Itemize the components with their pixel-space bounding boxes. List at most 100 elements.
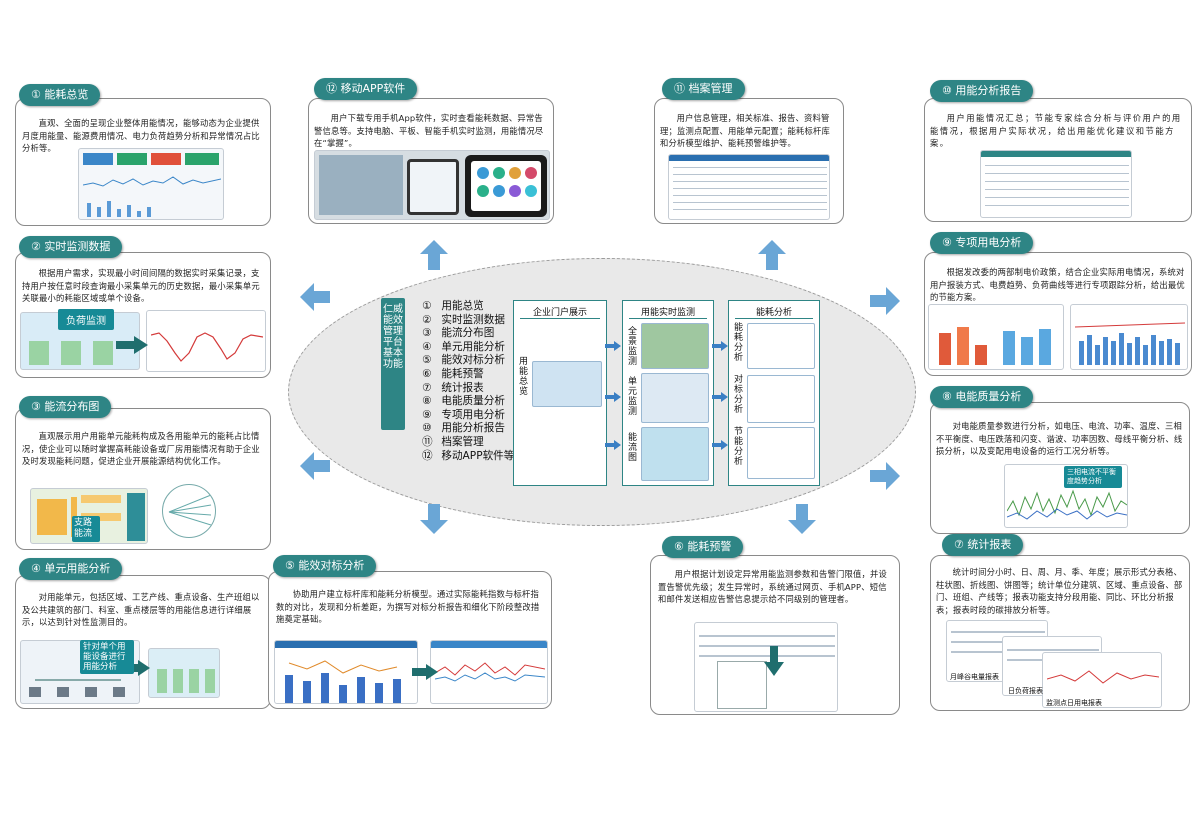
function-item: ① 用能总览 — [422, 300, 514, 314]
title-mobile-app: ⑫ 移动APP软件 — [314, 78, 418, 100]
branch-flow-badge: 支路能流 — [72, 516, 100, 542]
function-item-label: 电能质量分析 — [441, 395, 505, 408]
analysis-side-3: 节能分析 — [734, 427, 744, 467]
desc-power-quality: 对电能质量参数进行分析，如电压、电流、功率、温度、三相不平衡度、电压跌落和闪变、… — [936, 421, 1183, 456]
flow-arrow-1 — [605, 341, 621, 351]
flow-arrow-5 — [712, 392, 728, 402]
desc-archive: 用户信息管理，相关标准、报告、资料管理；监测点配置、用能单元配置；能耗标杆库和分… — [660, 113, 830, 148]
function-item-label: 用能总览 — [441, 300, 484, 312]
function-item: ⑦ 统计报表 — [422, 382, 514, 396]
arrow-up-left — [420, 240, 448, 270]
function-item-label: 统计报表 — [441, 381, 484, 394]
benchmark-screenshot-left — [274, 640, 418, 704]
portal-column: 企业门户展示 用能总览 — [513, 300, 607, 486]
flow-arrow-4 — [712, 341, 728, 351]
archive-screenshot — [668, 154, 830, 220]
report-label-3: 监测点日用电报表 — [1046, 699, 1102, 707]
desc-energy-alarm: 用户根据计划设定异常用能监测参数和告警门限值，并设置告警优先级；发生异常时，系统… — [658, 569, 888, 604]
energy-alarm-screenshot — [694, 622, 838, 712]
unit-analysis-badge: 针对单个用能设备进行用能分析 — [80, 640, 134, 674]
function-item-label: 移动APP软件等 — [441, 449, 515, 462]
desc-benchmark: 协助用户建立标杆库和能耗分析模型。通过实际能耗指数与标杆指数的对比，发现和分析差… — [276, 589, 540, 624]
portal-column-title: 企业门户展示 — [532, 308, 587, 318]
monitor-side-1: 全景监测 — [628, 327, 638, 367]
platform-vertical-title: 仁威能效管理平台基本功能 — [381, 298, 405, 430]
function-item-label: 能效对标分析 — [441, 354, 505, 367]
desc-mobile-app: 用户下载专用手机App软件，实时查看能耗数据、异常告警信息等。支持电脑、平板、智… — [314, 113, 544, 148]
portal-side-label: 用能总览 — [519, 357, 529, 397]
title-power-quality: ⑧ 电能质量分析 — [930, 386, 1034, 408]
title-unit-energy: ④ 单元用能分析 — [19, 558, 123, 580]
function-item: ⑫ 移动APP软件等 — [422, 450, 514, 464]
title-special-power: ⑨ 专项用电分析 — [930, 232, 1034, 254]
arrow-down-left — [420, 504, 448, 534]
function-item-label: 用能分析报告 — [441, 422, 505, 435]
function-item: ⑤ 能效对标分析 — [422, 354, 514, 368]
saving-screenshot — [747, 427, 815, 479]
desc-energy-flow: 直观展示用户用能单元能耗构成及各用能单元的能耗占比情况，使企业可以随时掌握高耗能… — [22, 431, 260, 466]
function-item-label: 档案管理 — [441, 435, 484, 448]
energy-report-screenshot — [980, 150, 1132, 218]
analysis-side-1: 能耗分析 — [734, 323, 744, 363]
monitor-column: 用能实时监测 全景监测 单元监测 能流图 — [622, 300, 714, 486]
analysis-column: 能耗分析 能耗分析 对标分析 节能分析 — [728, 300, 820, 486]
function-item-number: ⑩ — [422, 422, 432, 435]
power-quality-badge: 三相电流不平衡度趋势分析 — [1064, 466, 1122, 488]
alarm-zoom-arrow — [764, 646, 784, 676]
function-item-number: ⑪ — [422, 435, 433, 448]
function-item-number: ② — [422, 313, 432, 326]
function-item: ⑪ 档案管理 — [422, 436, 514, 450]
desc-special-power: 根据发改委的两部制电价政策，结合企业实际用电情况，系统对用户报装方式、电费趋势、… — [930, 267, 1185, 302]
arrow-right-top — [870, 287, 900, 315]
desc-unit-energy: 对用能单元，包括区域、工艺产线、重点设备、生产班组以及公共建筑的部门、科室、重点… — [22, 592, 260, 627]
function-item: ③ 能流分布图 — [422, 327, 514, 341]
energy-flow-zoom-circle — [162, 484, 216, 538]
function-item: ⑩ 用能分析报告 — [422, 422, 514, 436]
desc-energy-overview: 直观、全面的呈现企业整体用能情况，能够动态为企业提供月度用能量、能源费用情况、电… — [22, 118, 260, 153]
function-item-label: 实时监测数据 — [441, 313, 505, 326]
desc-energy-report: 用户用能情况汇总；节能专家综合分析与评价用户的用能情况，根据用户实际状况，给出用… — [930, 113, 1182, 148]
flow-arrow-2 — [605, 392, 621, 402]
desc-statistics: 统计时间分小时、日、周、月、季、年度；展示形式分表格、柱状图、折线图、饼图等；统… — [936, 567, 1183, 615]
realtime-screenshot-right — [146, 310, 266, 372]
flow-arrow-6 — [712, 440, 728, 450]
function-item-label: 单元用能分析 — [441, 340, 505, 353]
monitor-column-title: 用能实时监测 — [640, 308, 695, 318]
title-realtime-monitor: ② 实时监测数据 — [19, 236, 123, 258]
function-item-number: ⑥ — [422, 367, 432, 380]
zoom-arrow-p5 — [412, 664, 438, 680]
function-item-number: ④ — [422, 340, 432, 353]
function-item-number: ⑨ — [422, 408, 432, 421]
function-item: ⑨ 专项用电分析 — [422, 409, 514, 423]
arrow-right-bottom — [870, 462, 900, 490]
arrow-left-top — [300, 283, 330, 311]
report-sheet-3 — [1042, 652, 1162, 708]
function-item-label: 能流分布图 — [441, 327, 495, 340]
title-archive: ⑪ 档案管理 — [662, 78, 745, 100]
title-energy-overview: ① 能耗总览 — [19, 84, 101, 106]
mobile-app-photo — [314, 150, 550, 220]
function-item-number: ⑦ — [422, 381, 432, 394]
unit-energy-screenshot-right — [148, 648, 220, 698]
title-energy-flow: ③ 能流分布图 — [19, 396, 112, 418]
title-energy-report: ⑩ 用能分析报告 — [930, 80, 1034, 102]
panorama-screenshot — [641, 323, 709, 369]
zoom-arrow-p2 — [116, 336, 148, 354]
flow-screenshot — [641, 427, 709, 481]
energy-analysis-screenshot — [747, 323, 815, 369]
arrow-left-bottom — [300, 452, 330, 480]
energy-overview-screenshot — [78, 148, 224, 220]
function-item: ⑥ 能耗预警 — [422, 368, 514, 382]
unit-screenshot — [641, 373, 709, 423]
function-item-number: ⑧ — [422, 395, 432, 408]
title-energy-alarm: ⑥ 能耗预警 — [662, 536, 744, 558]
desc-realtime-monitor: 根据用户需求，实现最小时间间隔的数据实时采集记录，支持用户按任意时段查询最小采集… — [22, 268, 260, 303]
analysis-column-title: 能耗分析 — [755, 308, 792, 318]
benchmark-screenshot-right — [430, 640, 548, 704]
load-monitor-badge: 负荷监测 — [58, 309, 114, 330]
function-item: ⑧ 电能质量分析 — [422, 395, 514, 409]
function-item: ② 实时监测数据 — [422, 314, 514, 328]
portal-screenshot — [532, 361, 602, 407]
monitor-side-2: 单元监测 — [628, 377, 638, 417]
